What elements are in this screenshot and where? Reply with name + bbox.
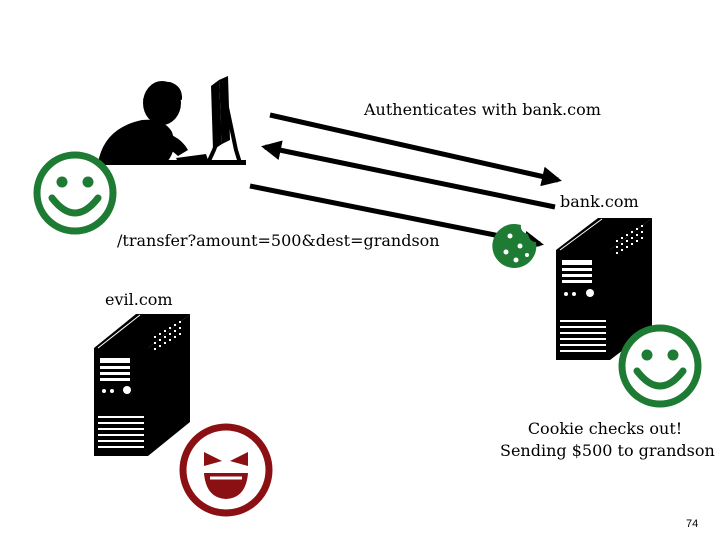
happy-face-icon [33, 151, 117, 235]
cookie-result-label: Cookie checks out! Sending $500 to grand… [500, 418, 715, 462]
happy-face-icon [618, 324, 702, 408]
authenticates-label: Authenticates with bank.com [364, 100, 601, 119]
server-icon [94, 314, 190, 456]
arrow-response [261, 140, 556, 210]
arrow-transfer [249, 183, 544, 251]
server-icon [556, 218, 652, 360]
user-at-computer-icon [96, 76, 246, 165]
evil-face-icon [179, 423, 273, 517]
arrow-authenticate [269, 112, 562, 187]
page-number: 74 [686, 518, 699, 530]
cookie-icon [492, 223, 537, 268]
evil-domain-label: evil.com [105, 290, 173, 309]
cookie-result-line-2: Sending $500 to grandson [500, 441, 715, 460]
bank-domain-label: bank.com [560, 192, 639, 211]
transfer-request-label: /transfer?amount=500&dest=grandson [117, 231, 440, 250]
cookie-result-line-1: Cookie checks out! [527, 419, 683, 438]
